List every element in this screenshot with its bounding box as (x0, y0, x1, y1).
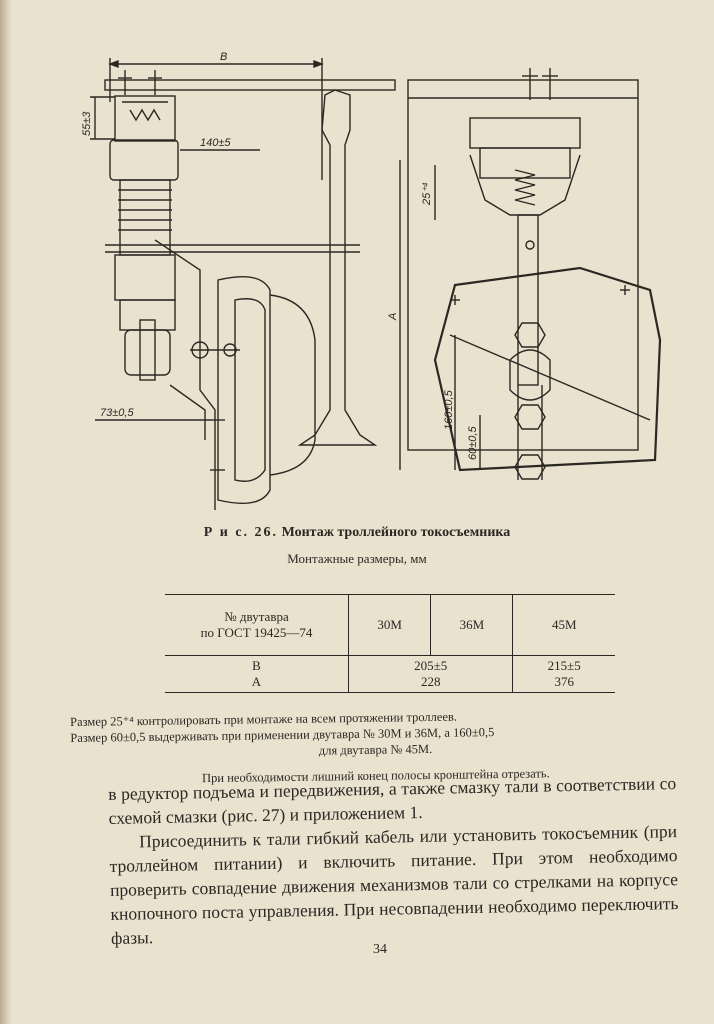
body-text: в редуктор подъема и передвижения, а так… (108, 771, 679, 950)
header-label-line1: № двутавра (224, 609, 289, 624)
header-label-line2: по ГОСТ 19425—74 (200, 625, 313, 640)
dim-73: 73±0,5 (100, 407, 134, 419)
figure-label: Р и с. 26. (203, 525, 279, 540)
value-a-30-36: 228 (420, 674, 441, 689)
table-row: В А 205±5 228 215±5 376 (165, 655, 615, 693)
column-36m: 36М (430, 594, 513, 656)
page-edge (0, 0, 12, 1024)
value-b-45: 215±5 (547, 658, 581, 673)
dim-55: 55±3 (81, 111, 93, 136)
value-b-30-36: 205±5 (414, 658, 448, 673)
mounting-dimensions-table: № двутавра по ГОСТ 19425—74 30М 36М 45М … (165, 594, 615, 693)
page-number: 34 (373, 942, 387, 957)
row-labels: В А (165, 655, 349, 693)
column-45m: 45М (512, 594, 615, 656)
figure-title: Монтаж троллейного токосъемника (281, 525, 511, 540)
dim-140: 140±5 (200, 137, 231, 149)
dim-a: A (387, 313, 399, 321)
table-header-row: № двутавра по ГОСТ 19425—74 30М 36М 45М (165, 594, 615, 656)
figure-caption: Р и с. 26. Монтаж троллейного токосъемни… (0, 525, 714, 541)
value-a-45: 376 (554, 674, 574, 689)
figure-subtitle: Монтажные размеры, мм (287, 551, 427, 566)
row-label-a: А (251, 674, 262, 689)
dim-60: 60±0,5 (467, 426, 479, 460)
dim-25: 25⁺⁴ (421, 182, 433, 206)
mounting-drawing: B 55±3 140±5 (60, 40, 680, 520)
values-45m: 215±5 376 (512, 655, 615, 693)
dim-b: B (220, 51, 227, 63)
values-30m-36m: 205±5 228 (347, 655, 513, 693)
row-label-b: В (252, 658, 261, 673)
dim-160: 160±0,5 (443, 389, 455, 430)
technical-drawing: B 55±3 140±5 (81, 51, 662, 520)
table-header-label: № двутавра по ГОСТ 19425—74 (165, 594, 349, 656)
column-30m: 30М (347, 594, 431, 656)
paragraph-2: Присоединить к тали гибкий кабель или ус… (109, 821, 679, 948)
